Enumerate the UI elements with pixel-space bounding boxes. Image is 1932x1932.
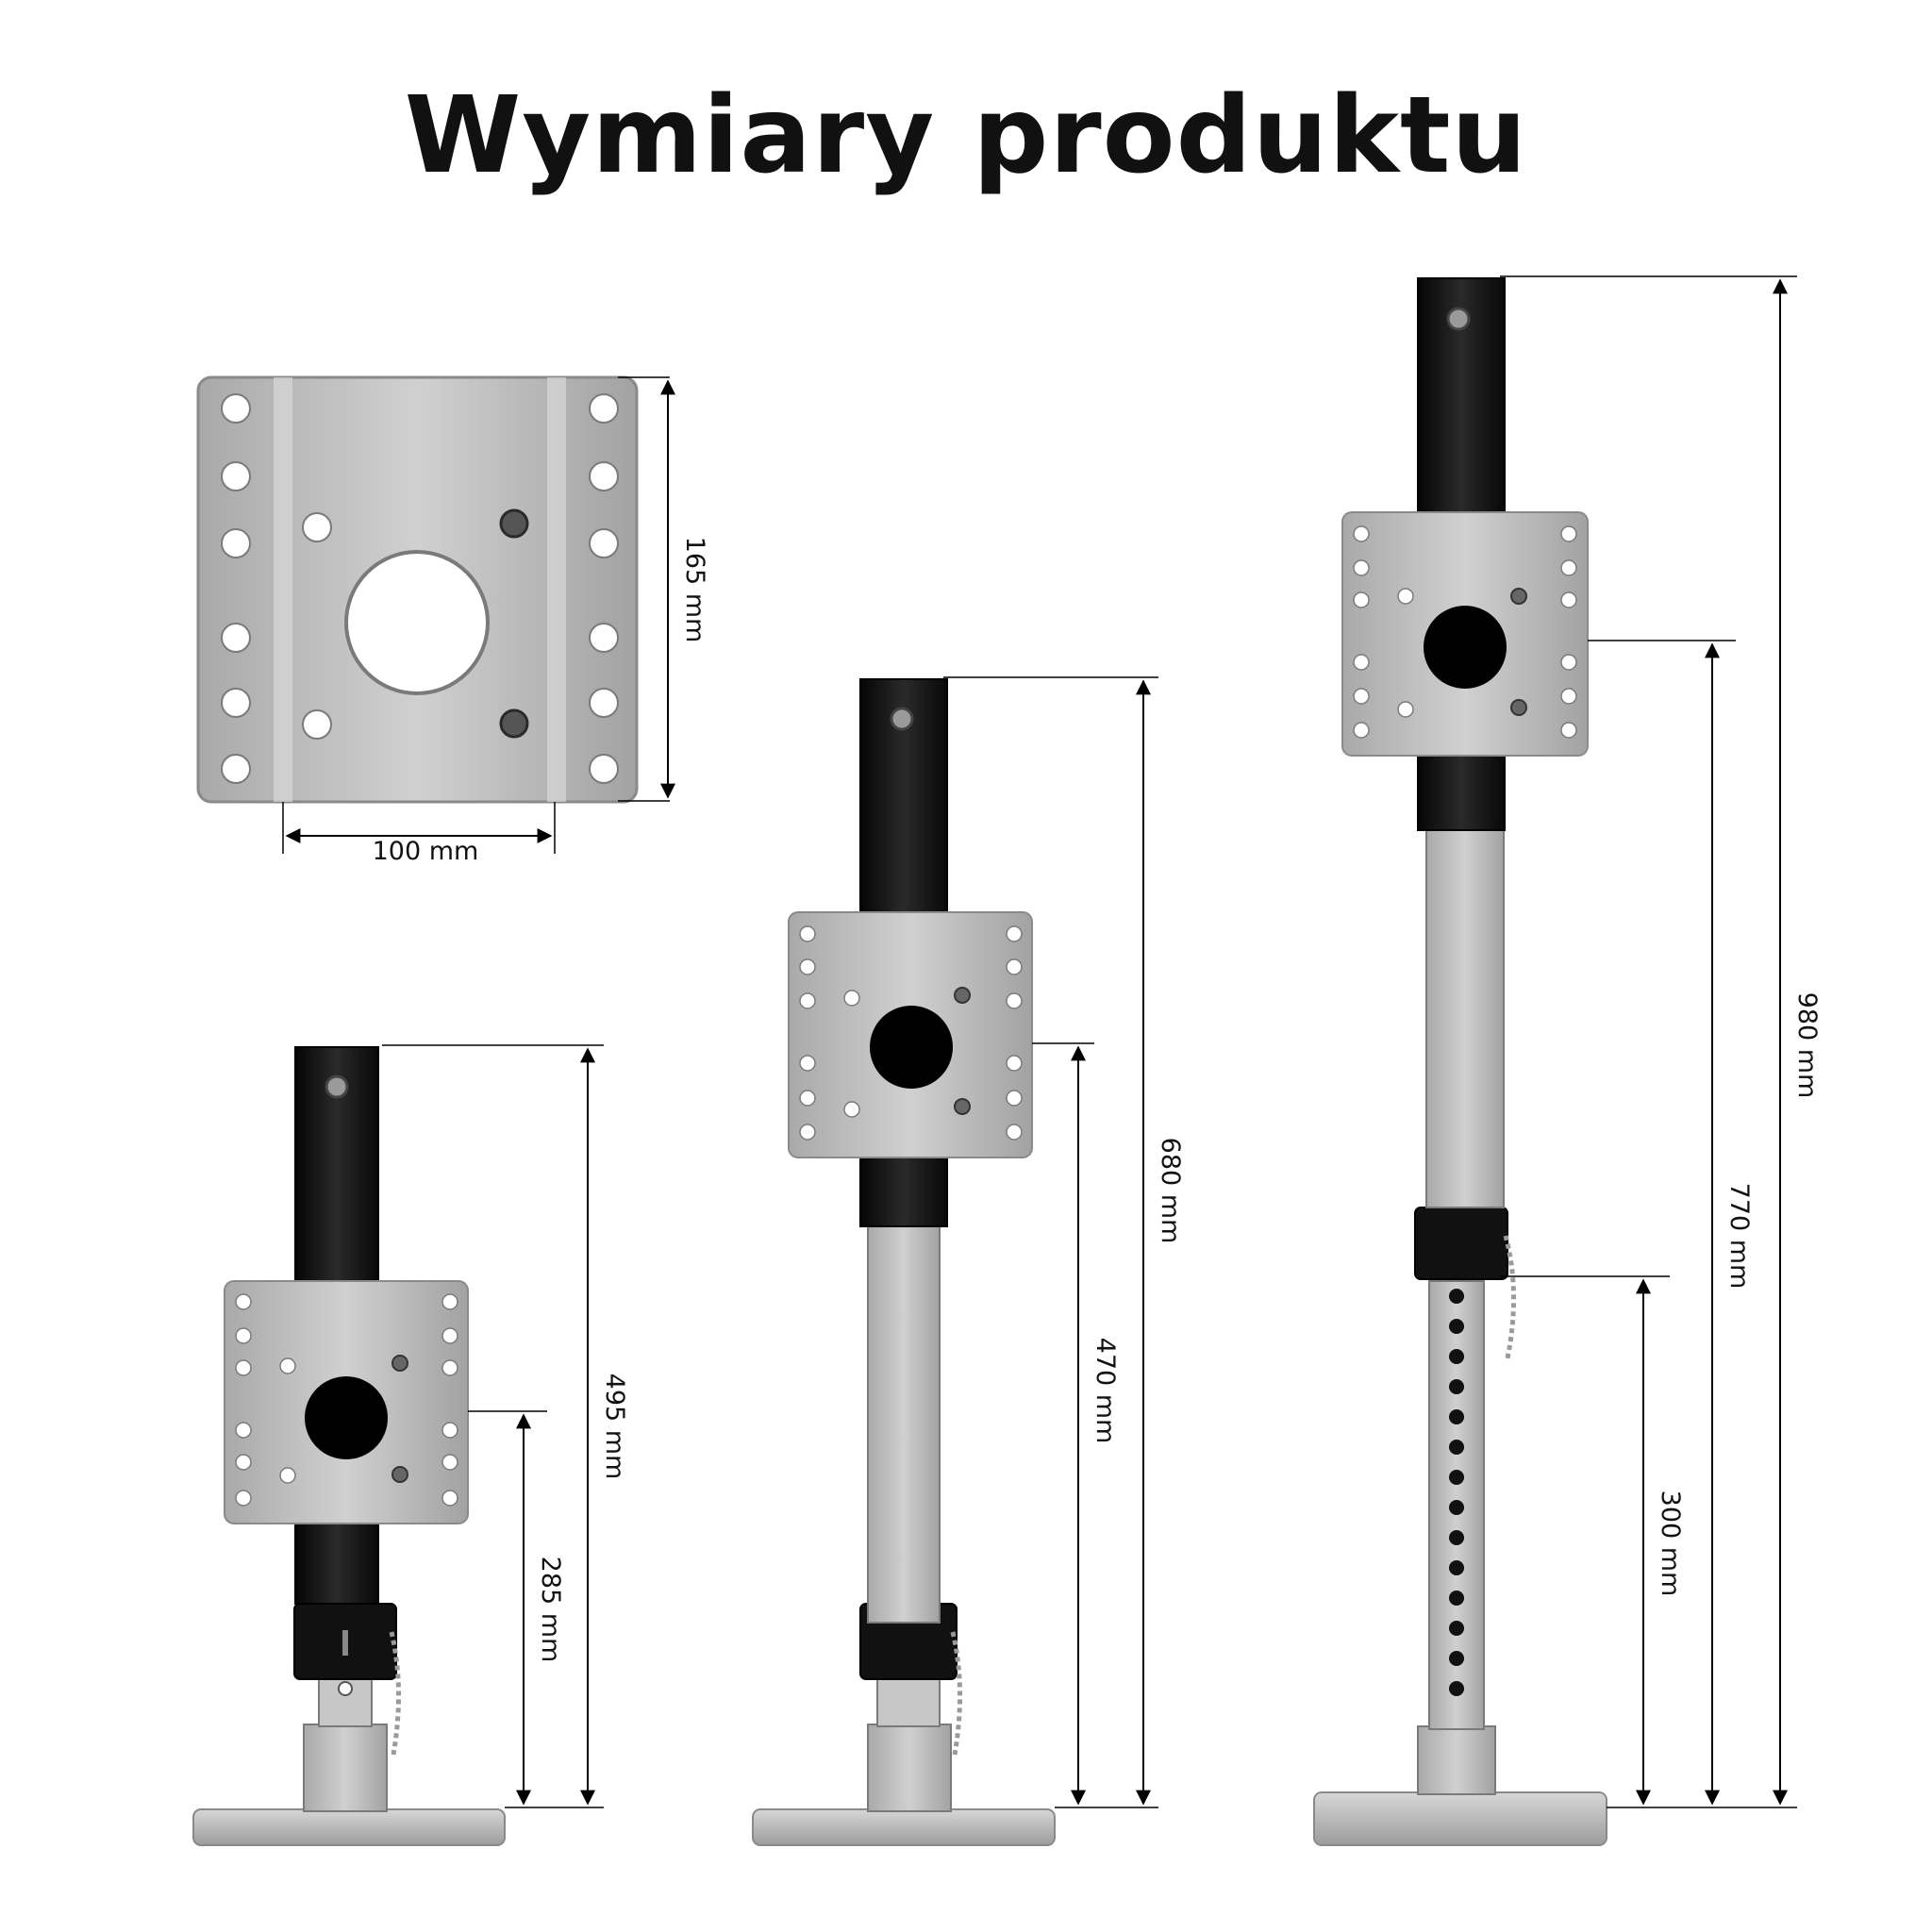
support-extended-dimensions bbox=[1500, 275, 1797, 1808]
support-mount-hole bbox=[1424, 606, 1507, 689]
plate-width-label: 100 mm bbox=[373, 837, 479, 866]
support-mid-dimensions bbox=[943, 676, 1158, 1808]
support-3-inner-label: 300 mm bbox=[1656, 1491, 1685, 1597]
support-2-mount-label: 470 mm bbox=[1091, 1338, 1120, 1444]
plate-dimensions bbox=[282, 376, 675, 854]
pin-chain bbox=[389, 1631, 401, 1756]
page-title: Wymiary produktu bbox=[404, 75, 1528, 197]
bolt-icon bbox=[1446, 307, 1471, 331]
support-1-total-label: 495 mm bbox=[600, 1374, 629, 1480]
support-inner-leg bbox=[867, 1225, 941, 1624]
bolt-icon bbox=[499, 508, 529, 539]
bolt-icon bbox=[325, 1074, 349, 1099]
mounting-plate bbox=[196, 375, 639, 804]
support-mid bbox=[752, 678, 1056, 1846]
support-retracted-dimensions bbox=[382, 1044, 604, 1808]
plate-holes-left bbox=[221, 393, 251, 784]
bolt-icon bbox=[890, 707, 914, 731]
support-foot bbox=[1313, 1791, 1607, 1846]
plate-holes-right bbox=[589, 393, 619, 784]
pin-chain bbox=[1503, 1235, 1516, 1359]
support-1-mount-label: 285 mm bbox=[536, 1557, 565, 1663]
support-clamp bbox=[1414, 1207, 1508, 1280]
support-mount-hole bbox=[870, 1006, 953, 1089]
support-2-total-label: 680 mm bbox=[1156, 1138, 1185, 1244]
adjust-holes bbox=[1449, 1289, 1464, 1696]
support-extended bbox=[1313, 277, 1607, 1846]
support-retracted bbox=[192, 1046, 506, 1846]
support-mount-hole bbox=[305, 1376, 388, 1459]
support-middle-leg bbox=[1425, 829, 1505, 1208]
plate-center-hole bbox=[344, 550, 490, 695]
support-foot bbox=[192, 1808, 506, 1846]
support-foot bbox=[752, 1808, 1056, 1846]
pin-chain bbox=[950, 1631, 962, 1756]
bolt-icon bbox=[499, 708, 529, 739]
support-3-total-label: 980 mm bbox=[1792, 992, 1822, 1099]
support-3-mount-label: 770 mm bbox=[1724, 1183, 1754, 1290]
plate-height-label: 165 mm bbox=[680, 537, 709, 643]
